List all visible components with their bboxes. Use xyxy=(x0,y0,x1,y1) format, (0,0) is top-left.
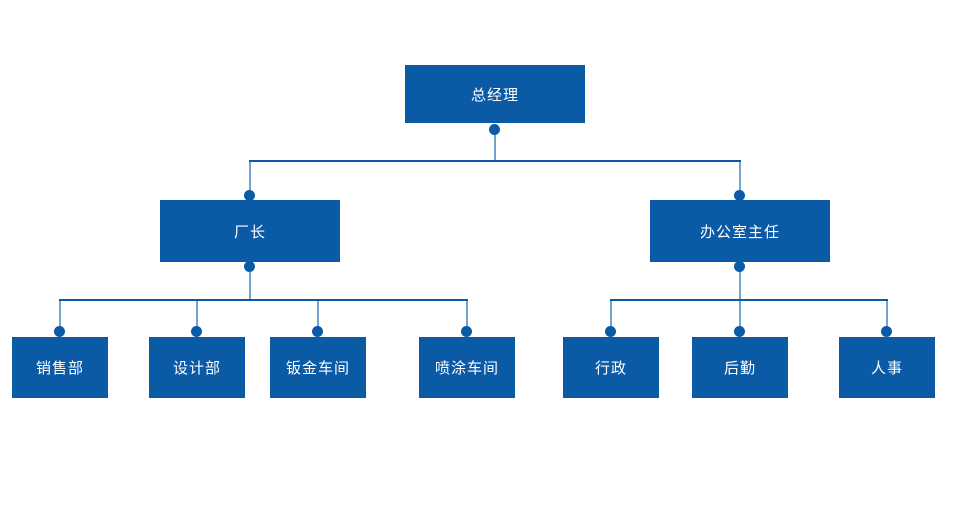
connector-vertical-drop-design-dept xyxy=(196,299,198,332)
node-sales-dept: 销售部 xyxy=(12,337,108,398)
connector-horizontal-office-children xyxy=(610,299,888,301)
connector-vertical-drop-office-director xyxy=(739,160,741,196)
connector-vertical-factory-director-stub xyxy=(249,267,251,300)
connector-vertical-drop-admin xyxy=(610,299,612,332)
connector-vertical-root-stub xyxy=(494,129,496,161)
connector-dot-below-general-manager xyxy=(489,124,500,135)
connector-dot-above-factory-director xyxy=(244,190,255,201)
connector-dot-above-design-dept xyxy=(191,326,202,337)
node-admin: 行政 xyxy=(563,337,659,398)
node-factory-director: 厂长 xyxy=(160,200,340,262)
connector-horizontal-factory-children xyxy=(59,299,468,301)
connector-dot-above-paint-workshop xyxy=(461,326,472,337)
node-general-manager: 总经理 xyxy=(405,65,585,123)
connector-dot-above-logistics xyxy=(734,326,745,337)
connector-dot-above-admin xyxy=(605,326,616,337)
node-paint-workshop: 喷涂车间 xyxy=(419,337,515,398)
node-sheet-metal-workshop: 钣金车间 xyxy=(270,337,366,398)
node-design-dept: 设计部 xyxy=(149,337,245,398)
connector-dot-above-sheet-metal-workshop xyxy=(312,326,323,337)
connector-vertical-drop-factory-director xyxy=(249,160,251,196)
node-hr: 人事 xyxy=(839,337,935,398)
connector-dot-below-factory-director xyxy=(244,261,255,272)
connector-dot-above-hr xyxy=(881,326,892,337)
connector-dot-above-office-director xyxy=(734,190,745,201)
connector-horizontal-level2 xyxy=(249,160,741,162)
connector-vertical-drop-paint-workshop xyxy=(466,299,468,332)
connector-dot-above-sales-dept xyxy=(54,326,65,337)
connector-vertical-drop-hr xyxy=(886,299,888,332)
connector-vertical-drop-sheet-metal-workshop xyxy=(317,299,319,332)
node-office-director: 办公室主任 xyxy=(650,200,830,262)
node-logistics: 后勤 xyxy=(692,337,788,398)
connector-dot-below-office-director xyxy=(734,261,745,272)
connector-vertical-drop-sales-dept xyxy=(59,299,61,332)
